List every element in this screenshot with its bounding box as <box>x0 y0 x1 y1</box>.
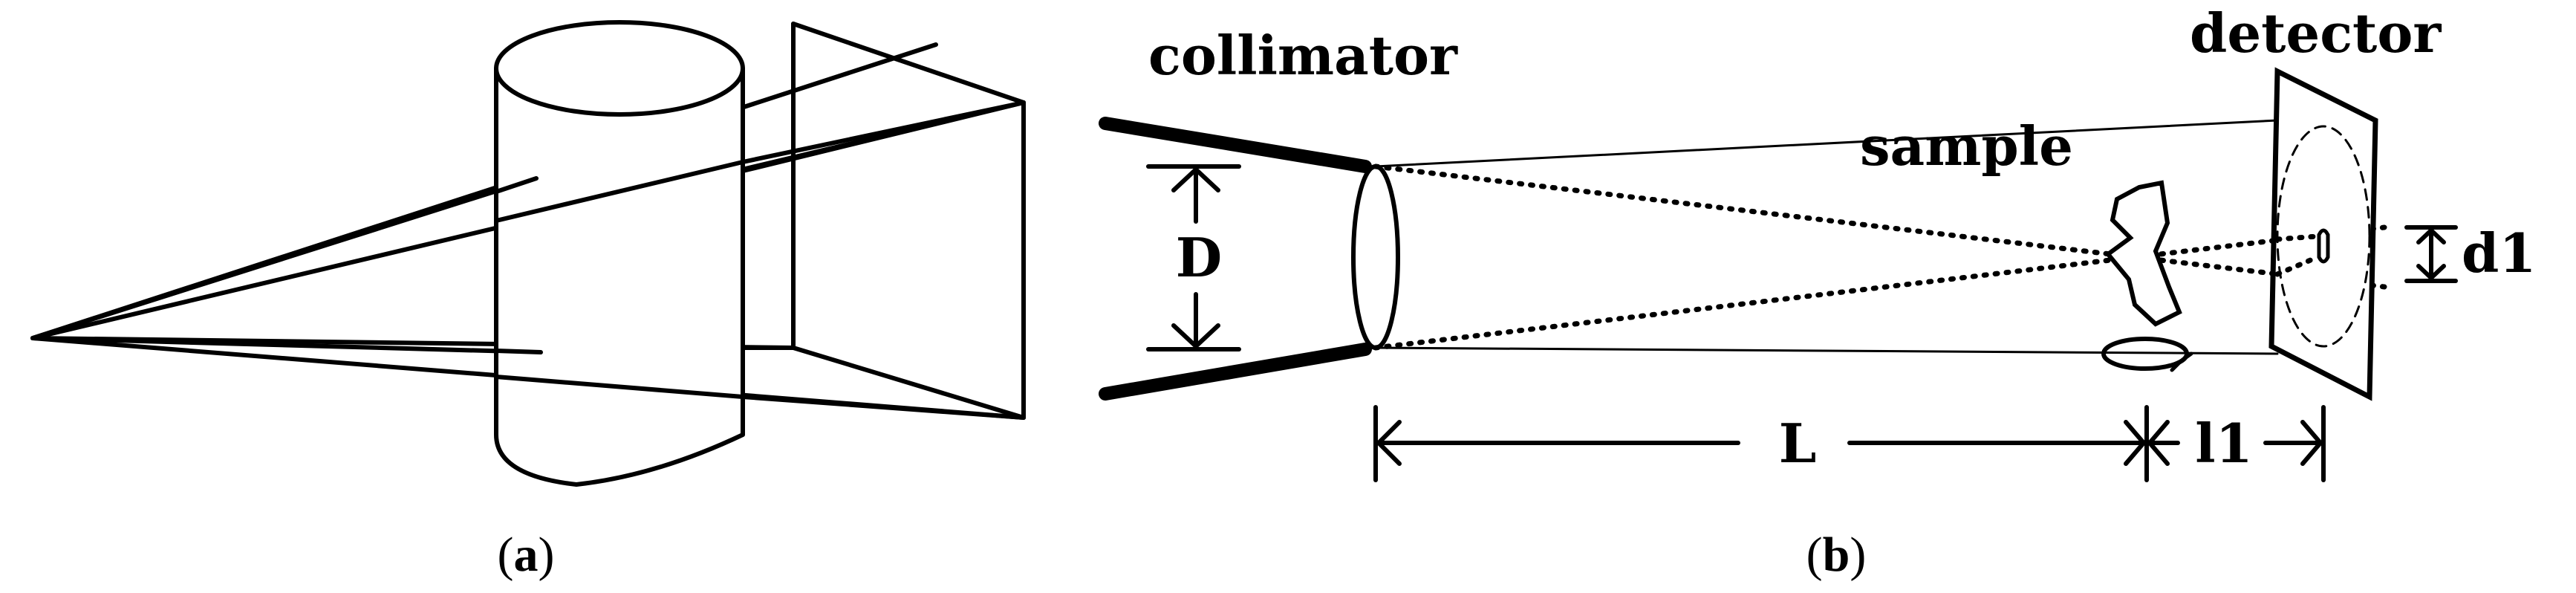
dimension-d1 <box>2404 225 2458 283</box>
label-d1: d1 <box>2462 221 2536 285</box>
rotation-arrow-head <box>2170 351 2193 372</box>
frame-bottom-edge <box>791 346 1026 420</box>
label-D: D <box>1176 226 1222 289</box>
dim-d1-arrow-bottom <box>2416 264 2446 282</box>
detector-spot <box>2317 228 2330 264</box>
collimator-jaw-upper <box>1099 117 1372 173</box>
frame-visible-top <box>741 100 1026 164</box>
collimator-aperture <box>1351 164 1400 350</box>
cylinder-top <box>494 20 745 117</box>
dimension-D <box>1146 164 1241 351</box>
ray-visible-front-upper <box>494 160 745 223</box>
label-detector: detector <box>2190 1 2442 65</box>
ray-upper-inside <box>30 176 539 340</box>
ray-visible-upper <box>494 176 539 194</box>
dimension-L-l1 <box>1373 405 2326 482</box>
label-sample: sample <box>1860 114 2073 178</box>
beam-upper-edge <box>1374 119 2279 168</box>
ray-visible-front-lower <box>494 375 745 399</box>
dim-L-arrow-right <box>2124 420 2147 466</box>
dim-D-arrow-top <box>1171 166 1220 192</box>
detector-plate <box>2268 67 2378 401</box>
label-L: L <box>1779 412 1817 475</box>
dim-D-arrow-bottom <box>1171 323 1220 350</box>
panel-b-diagram <box>1099 67 2387 401</box>
collimator-jaw-lower <box>1099 343 1372 401</box>
label-l1: l1 <box>2195 412 2252 475</box>
panel-a-caption: (a) <box>498 528 555 582</box>
ray-visible-lower <box>494 349 543 354</box>
frame-top-back-edge <box>791 22 1026 105</box>
panel-a-diagram <box>30 20 1026 487</box>
ray-dotted-down-end <box>2274 254 2320 277</box>
cylinder-body <box>494 66 745 487</box>
beam-lower-edge <box>1374 346 2279 355</box>
ray-dotted-up-end <box>2274 233 2320 242</box>
rotation-ellipse <box>2101 337 2189 371</box>
detector-field-circle <box>2276 125 2371 348</box>
ray-dotted-up <box>1373 224 2387 351</box>
dim-d1-arrow-top <box>2416 227 2446 244</box>
ray-dotted-down <box>1373 163 2387 290</box>
frame-visible-front <box>741 395 1026 420</box>
dim-L-arrow-left <box>1375 420 1402 466</box>
label-collimator: collimator <box>1148 24 1458 87</box>
panel-b-caption: (b) <box>1806 528 1867 582</box>
dim-l1-arrow-right <box>2300 420 2323 466</box>
sample-shape <box>2104 180 2182 327</box>
